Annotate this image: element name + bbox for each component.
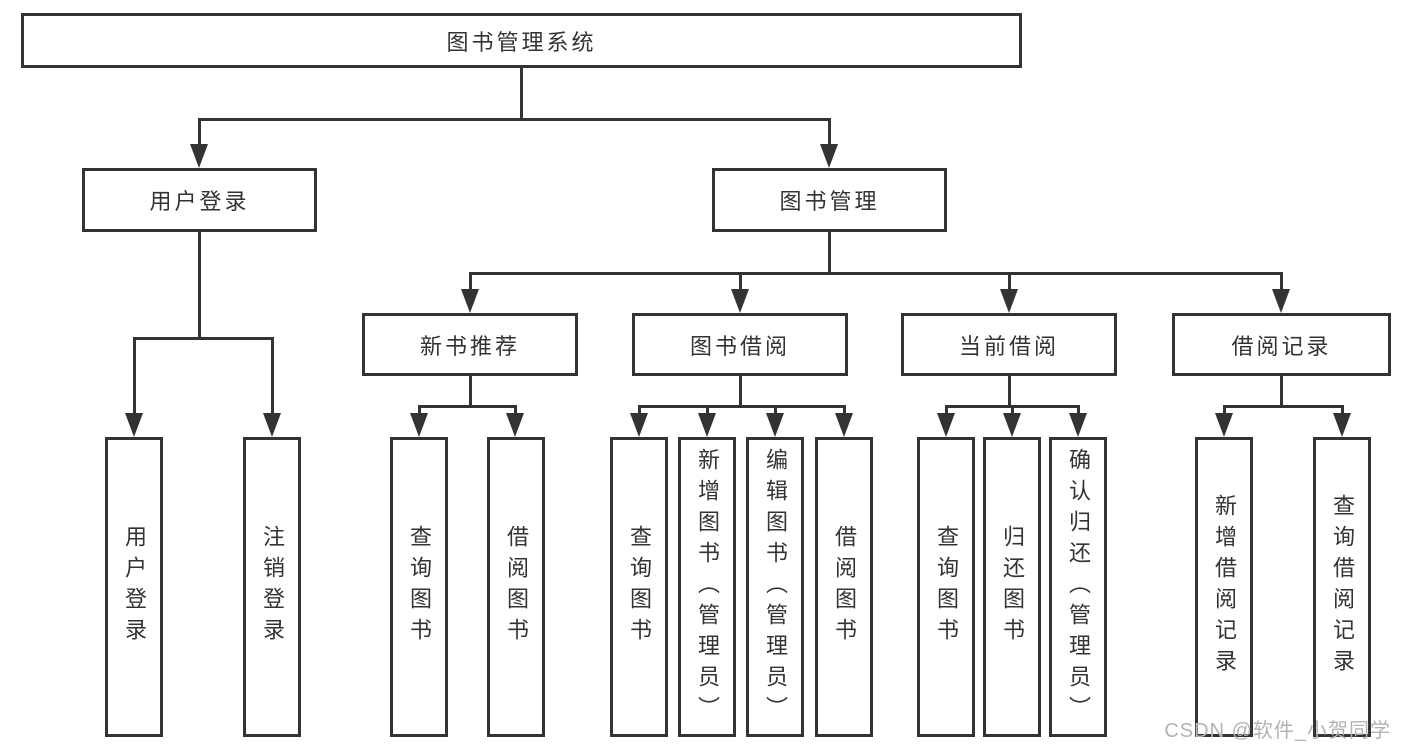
connector-drop-book-management bbox=[828, 118, 831, 148]
arrowhead-bb-borrow bbox=[835, 413, 853, 437]
arrowhead-cb-return bbox=[1003, 413, 1021, 437]
node-user-login-label: 用户登录 bbox=[149, 189, 250, 214]
arrowhead-new-book bbox=[461, 289, 479, 313]
leaf-confirm-return-admin: 确认归还（管理员） bbox=[1049, 437, 1107, 737]
connector-book-borrowing-branch bbox=[638, 405, 845, 408]
leaf-borrow-books-recommend: 借阅图书 bbox=[487, 437, 545, 737]
leaf-edit-books-admin: 编辑图书（管理员） bbox=[746, 437, 804, 737]
leaf-logout: 注销登录 bbox=[243, 437, 301, 737]
arrowhead-cb-query bbox=[937, 413, 955, 437]
leaf-return-books-label: 归还图书 bbox=[1000, 525, 1025, 649]
connector-root-stem bbox=[520, 68, 523, 118]
node-new-book-recommend-label: 新书推荐 bbox=[419, 333, 520, 359]
node-current-borrowing-label: 当前借阅 bbox=[958, 333, 1059, 359]
node-book-management-label: 图书管理 bbox=[779, 189, 880, 214]
leaf-query-borrow-record-label: 查询借阅记录 bbox=[1330, 494, 1355, 680]
node-book-borrowing-label: 图书借阅 bbox=[689, 333, 790, 359]
connector-drop-borrow-records bbox=[1280, 272, 1283, 291]
connector-drop-cb-return bbox=[1011, 405, 1014, 415]
node-current-borrowing: 当前借阅 bbox=[901, 313, 1117, 376]
node-borrow-records: 借阅记录 bbox=[1172, 313, 1391, 376]
connector-root-branch bbox=[198, 118, 831, 121]
arrowhead-borrow-records bbox=[1272, 289, 1290, 313]
arrowhead-user-login bbox=[190, 144, 208, 168]
connector-borrow-records-branch bbox=[1223, 405, 1344, 408]
connector-drop-br-add bbox=[1223, 405, 1226, 415]
connector-new-book-stem bbox=[469, 376, 472, 405]
leaf-add-borrow-record-label: 新增借阅记录 bbox=[1212, 494, 1237, 680]
leaf-query-borrow-record: 查询借阅记录 bbox=[1313, 437, 1371, 737]
connector-drop-cb-confirm bbox=[1077, 405, 1080, 415]
node-root: 图书管理系统 bbox=[21, 13, 1022, 68]
arrowhead-leaf-logout bbox=[263, 413, 281, 437]
node-new-book-recommend: 新书推荐 bbox=[362, 313, 578, 376]
leaf-borrow-books-borrowing: 借阅图书 bbox=[815, 437, 873, 737]
leaf-query-books-borrowing-label: 查询图书 bbox=[627, 525, 652, 649]
arrowhead-current-borrowing bbox=[1000, 289, 1018, 313]
arrowhead-bb-query bbox=[630, 413, 648, 437]
connector-book-borrowing-stem bbox=[739, 376, 742, 405]
connector-drop-nb-borrow bbox=[514, 405, 517, 415]
connector-user-login-stem bbox=[198, 232, 201, 337]
leaf-borrow-books-recommend-label: 借阅图书 bbox=[504, 525, 529, 649]
csdn-watermark: CSDN @软件_小贺同学 bbox=[1164, 720, 1391, 742]
arrowhead-bb-edit bbox=[766, 413, 784, 437]
connector-drop-current-borrowing bbox=[1008, 272, 1011, 291]
leaf-query-books-borrowing: 查询图书 bbox=[610, 437, 668, 737]
leaf-query-books-current: 查询图书 bbox=[917, 437, 975, 737]
connector-drop-nb-query bbox=[418, 405, 421, 415]
connector-book-management-branch bbox=[469, 272, 1283, 275]
connector-drop-bb-edit bbox=[774, 405, 777, 415]
leaf-add-books-admin-label: 新增图书（管理员） bbox=[695, 447, 720, 727]
leaf-query-books-recommend: 查询图书 bbox=[390, 437, 448, 737]
connector-drop-bb-add bbox=[706, 405, 709, 415]
connector-drop-new-book bbox=[469, 272, 472, 291]
arrowhead-cb-confirm bbox=[1069, 413, 1087, 437]
leaf-add-books-admin: 新增图书（管理员） bbox=[678, 437, 736, 737]
node-book-borrowing: 图书借阅 bbox=[632, 313, 848, 376]
connector-new-book-branch bbox=[418, 405, 517, 408]
arrowhead-br-query bbox=[1333, 413, 1351, 437]
leaf-add-borrow-record: 新增借阅记录 bbox=[1195, 437, 1253, 737]
node-borrow-records-label: 借阅记录 bbox=[1231, 333, 1332, 359]
connector-drop-cb-query bbox=[945, 405, 948, 415]
connector-book-management-stem bbox=[828, 232, 831, 272]
leaf-query-books-current-label: 查询图书 bbox=[934, 525, 959, 649]
arrowhead-bb-add bbox=[698, 413, 716, 437]
connector-drop-br-query bbox=[1341, 405, 1344, 415]
connector-current-borrowing-stem bbox=[1008, 376, 1011, 405]
leaf-return-books: 归还图书 bbox=[983, 437, 1041, 737]
node-user-login: 用户登录 bbox=[82, 168, 317, 232]
node-book-management: 图书管理 bbox=[712, 168, 947, 232]
connector-drop-bb-query bbox=[638, 405, 641, 415]
leaf-confirm-return-admin-label: 确认归还（管理员） bbox=[1066, 447, 1091, 727]
arrowhead-book-borrowing bbox=[731, 289, 749, 313]
connector-drop-book-borrowing bbox=[739, 272, 742, 291]
arrowhead-book-management bbox=[820, 144, 838, 168]
leaf-query-books-recommend-label: 查询图书 bbox=[407, 525, 432, 649]
leaf-borrow-books-borrowing-label: 借阅图书 bbox=[832, 525, 857, 649]
leaf-user-login: 用户登录 bbox=[105, 437, 163, 737]
connector-drop-leaf-logout bbox=[271, 337, 274, 415]
connector-borrow-records-stem bbox=[1280, 376, 1283, 405]
leaf-edit-books-admin-label: 编辑图书（管理员） bbox=[763, 447, 788, 727]
connector-drop-leaf-user-login bbox=[133, 337, 136, 415]
arrowhead-leaf-user-login bbox=[125, 413, 143, 437]
leaf-user-login-label: 用户登录 bbox=[122, 525, 147, 649]
connector-drop-bb-borrow bbox=[843, 405, 846, 415]
arrowhead-nb-borrow bbox=[506, 413, 524, 437]
leaf-logout-label: 注销登录 bbox=[260, 525, 285, 649]
arrowhead-nb-query bbox=[410, 413, 428, 437]
connector-user-login-branch bbox=[133, 337, 274, 340]
node-root-label: 图书管理系统 bbox=[446, 29, 597, 55]
arrowhead-br-add bbox=[1215, 413, 1233, 437]
connector-drop-user-login bbox=[198, 118, 201, 148]
